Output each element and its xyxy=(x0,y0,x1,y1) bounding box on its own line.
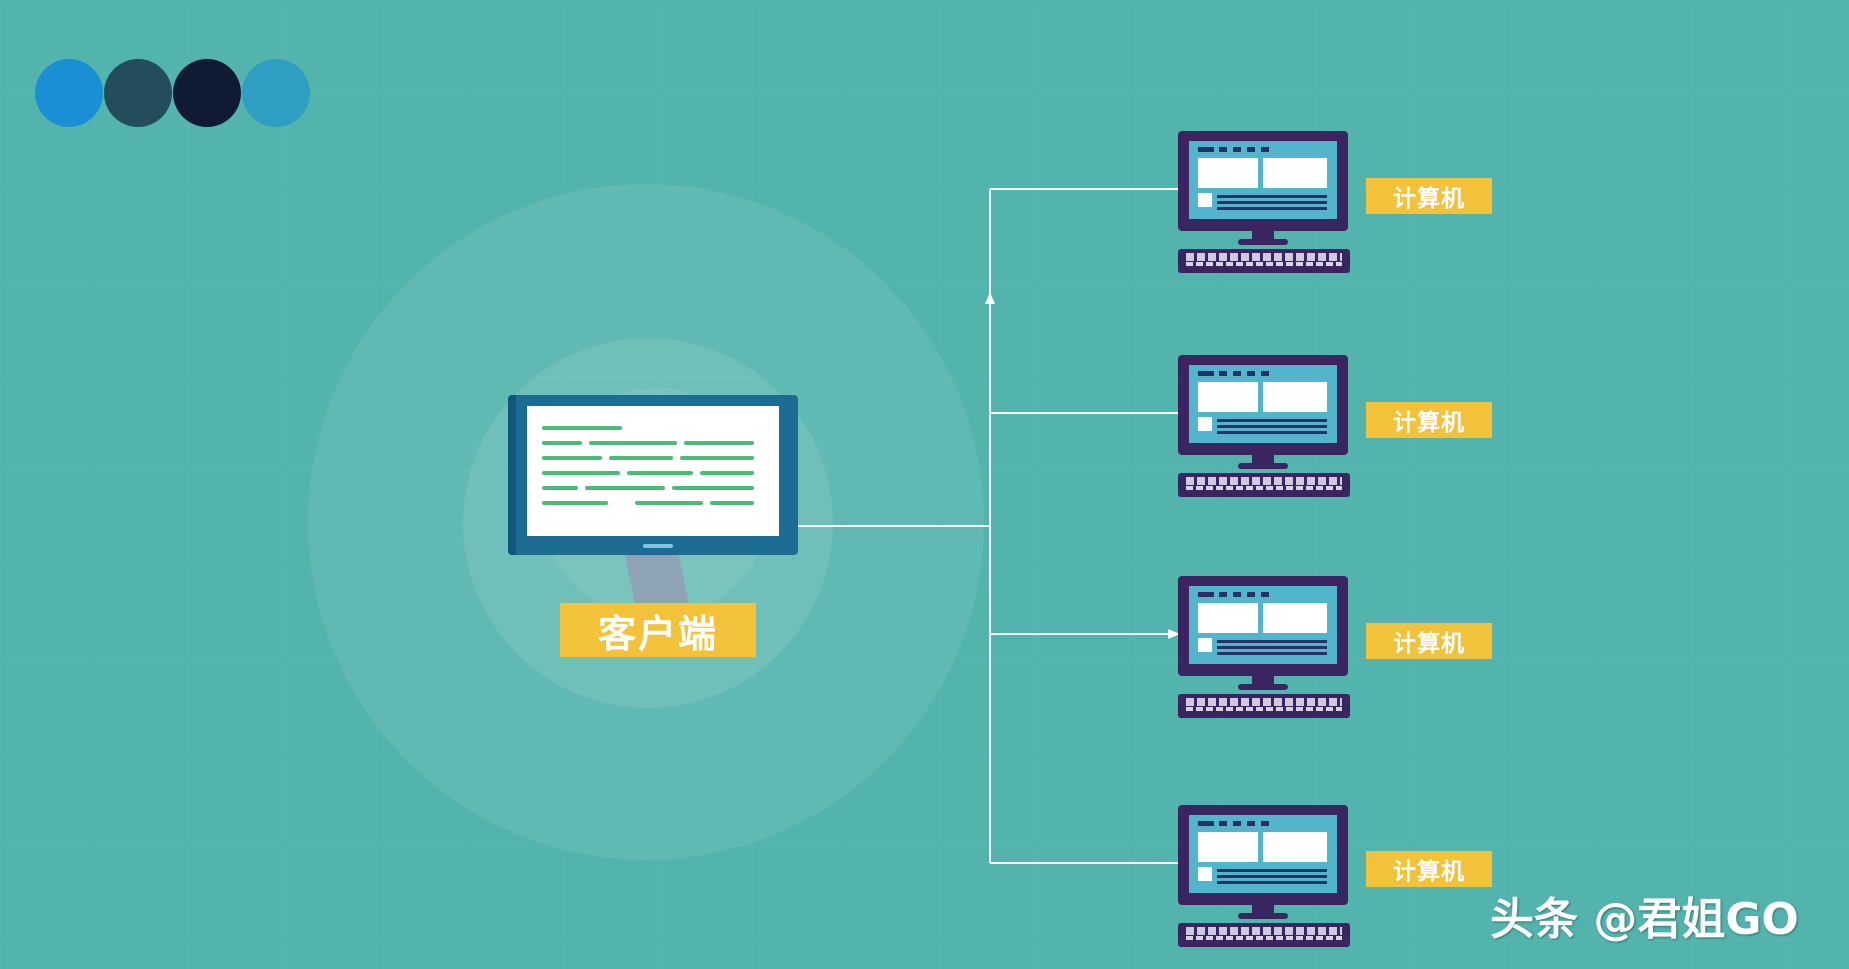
code-line xyxy=(542,486,578,490)
code-line xyxy=(627,471,693,475)
code-line xyxy=(684,441,754,445)
client-monitor-frame xyxy=(508,395,798,555)
dot-slate xyxy=(104,59,172,127)
code-line xyxy=(680,456,754,460)
desktop-computer-icon xyxy=(1178,355,1350,505)
dot-blue xyxy=(35,59,103,127)
code-line xyxy=(609,456,673,460)
keyboard-icon xyxy=(1178,923,1350,947)
computer-monitor xyxy=(1178,355,1348,455)
code-line xyxy=(635,501,703,505)
arrow-head-right xyxy=(1168,629,1180,639)
code-line xyxy=(700,471,754,475)
desktop-computer-icon xyxy=(1178,131,1350,281)
keyboard-icon xyxy=(1178,473,1350,497)
dot-cyan xyxy=(242,59,310,127)
code-line xyxy=(542,426,622,430)
client-monitor-stand xyxy=(624,555,690,605)
keyboard-icon xyxy=(1178,694,1350,718)
computer-screen xyxy=(1189,141,1337,219)
computer-label-2: 计算机 xyxy=(1366,402,1492,438)
watermark: 头条 @君姐GO xyxy=(1490,894,1799,945)
code-line xyxy=(710,501,754,505)
monitor-icon xyxy=(508,395,800,555)
computer-screen xyxy=(1189,586,1337,664)
computer-monitor xyxy=(1178,805,1348,905)
computer-label-3: 计算机 xyxy=(1366,623,1492,659)
code-line xyxy=(672,486,754,490)
code-line xyxy=(542,501,608,505)
desktop-computer-icon xyxy=(1178,576,1350,726)
client-label: 客户端 xyxy=(560,603,756,657)
computer-label-4: 计算机 xyxy=(1366,851,1492,887)
code-line xyxy=(542,471,620,475)
computer-monitor xyxy=(1178,131,1348,231)
desktop-computer-icon xyxy=(1178,805,1350,955)
computer-screen xyxy=(1189,815,1337,893)
computer-monitor xyxy=(1178,576,1348,676)
client-power-button xyxy=(643,544,673,548)
arrow-head-up xyxy=(985,292,995,304)
code-line xyxy=(542,441,582,445)
code-line xyxy=(542,456,602,460)
keyboard-icon xyxy=(1178,249,1350,273)
computer-screen xyxy=(1189,365,1337,443)
client-monitor-screen xyxy=(527,406,779,536)
code-line xyxy=(585,486,665,490)
code-line xyxy=(589,441,677,445)
dot-navy xyxy=(173,59,241,127)
computer-label-1: 计算机 xyxy=(1366,178,1492,214)
